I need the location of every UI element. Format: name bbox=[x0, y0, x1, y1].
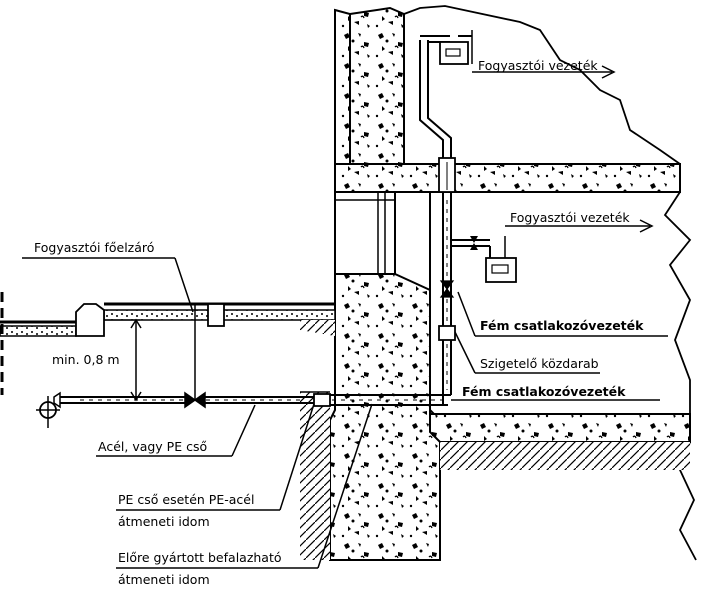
metal-connection-lower-label: Fém csatlakozóvezeték bbox=[462, 384, 626, 399]
pe-steel-transition-label-line1: PE cső esetén PE-acél bbox=[118, 492, 254, 507]
insulating-piece-label: Szigetelő közdarab bbox=[480, 356, 599, 371]
prefab-transition-label-line1: Előre gyártott befalazható bbox=[118, 550, 282, 565]
pe-steel-transition-label-line2: átmeneti idom bbox=[118, 514, 210, 529]
consumer-line-top-label: Fogyasztói vezeték bbox=[478, 58, 598, 73]
consumer-line-mid-label: Fogyasztói vezeték bbox=[510, 210, 630, 225]
steel-or-pe-pipe-label: Acél, vagy PE cső bbox=[98, 439, 207, 454]
prefab-transition-label-line2: átmeneti idom bbox=[118, 572, 210, 587]
min-depth-label: min. 0,8 m bbox=[52, 352, 120, 367]
main-shutoff-label: Fogyasztói főelzáró bbox=[34, 240, 154, 255]
metal-connection-upper-label: Fém csatlakozóvezeték bbox=[480, 318, 644, 333]
